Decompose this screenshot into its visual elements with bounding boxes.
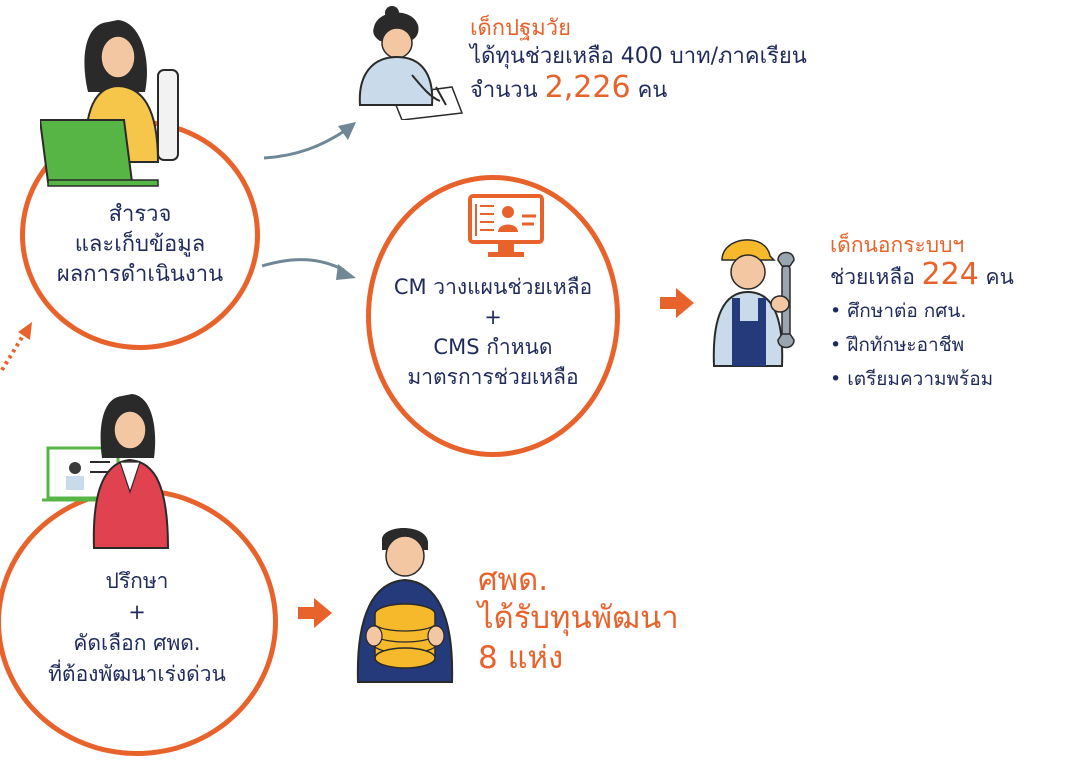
consult-plus: + <box>128 600 146 624</box>
plan-line2: CMS กำหนด <box>433 335 553 359</box>
woman-video-call-icon <box>40 388 200 553</box>
dotted-arrow <box>0 318 40 373</box>
computer-monitor-icon <box>468 194 544 258</box>
out-of-school-block: เด็กนอกระบบฯ ช่วยเหลือ 224 คน • ศึกษาต่อ… <box>830 232 1070 396</box>
childcare-line2: ได้รับทุนพัฒนา <box>478 600 679 636</box>
early-child-line2: ได้ทุนช่วยเหลือ 400 บาท/ภาคเรียน <box>470 44 807 69</box>
mechanic-wrench-icon <box>708 226 808 371</box>
out-of-school-count: 224 <box>921 257 979 292</box>
child-writing-icon <box>352 5 467 120</box>
survey-line-2: และเก็บข้อมูล <box>74 232 206 257</box>
plan-line3: มาตรการช่วยเหลือ <box>407 365 579 389</box>
consult-line3: ที่ต้องพัฒนาเร่งด่วน <box>48 662 226 686</box>
consult-line1: ปรึกษา <box>105 569 169 593</box>
early-child-count-line: จำนวน 2,226 คน <box>470 71 890 108</box>
early-child-count-prefix: จำนวน <box>470 78 538 103</box>
survey-text: สำรวจ และเก็บข้อมูล ผลการดำเนินงาน <box>30 200 250 290</box>
survey-line-1: สำรวจ <box>108 202 172 227</box>
plan-plus: + <box>484 305 502 329</box>
early-child-title: เด็กปฐมวัย <box>470 16 571 41</box>
childcare-block: ศพด. ได้รับทุนพัฒนา 8 แห่ง <box>478 562 798 678</box>
early-child-count-suffix: คน <box>637 78 668 103</box>
out-of-school-count-prefix: ช่วยเหลือ <box>830 265 915 289</box>
early-child-count: 2,226 <box>544 70 631 105</box>
plan-text: CM วางแผนช่วยเหลือ + CMS กำหนด มาตรการช่… <box>376 272 610 392</box>
orange-arrow-2 <box>298 598 332 628</box>
out-of-school-bullet-1: • ศึกษาต่อ กศน. <box>830 300 967 322</box>
consult-line2: คัดเลือก ศพด. <box>73 631 201 655</box>
consult-text: ปรึกษา + คัดเลือก ศพด. ที่ต้องพัฒนาเร่งด… <box>14 566 260 690</box>
out-of-school-title: เด็กนอกระบบฯ <box>830 233 965 257</box>
out-of-school-count-line: ช่วยเหลือ 224 คน <box>830 258 1070 294</box>
out-of-school-bullet-3: • เตรียมความพร้อม <box>830 368 994 390</box>
woman-laptop-icon <box>40 12 200 192</box>
orange-arrow-1 <box>660 288 694 318</box>
childcare-title: ศพด. <box>478 562 549 598</box>
out-of-school-bullet-2: • ฝึกทักษะอาชีพ <box>830 334 965 356</box>
man-coins-icon <box>352 524 462 684</box>
curved-arrow-up <box>262 110 362 170</box>
early-child-block: เด็กปฐมวัย ได้ทุนช่วยเหลือ 400 บาท/ภาคเร… <box>470 15 890 108</box>
childcare-line3: 8 แห่ง <box>478 640 564 676</box>
plan-line1: CM วางแผนช่วยเหลือ <box>393 275 593 299</box>
out-of-school-count-suffix: คน <box>985 265 1014 289</box>
survey-line-3: ผลการดำเนินงาน <box>56 262 224 287</box>
curved-arrow-right <box>260 248 360 288</box>
